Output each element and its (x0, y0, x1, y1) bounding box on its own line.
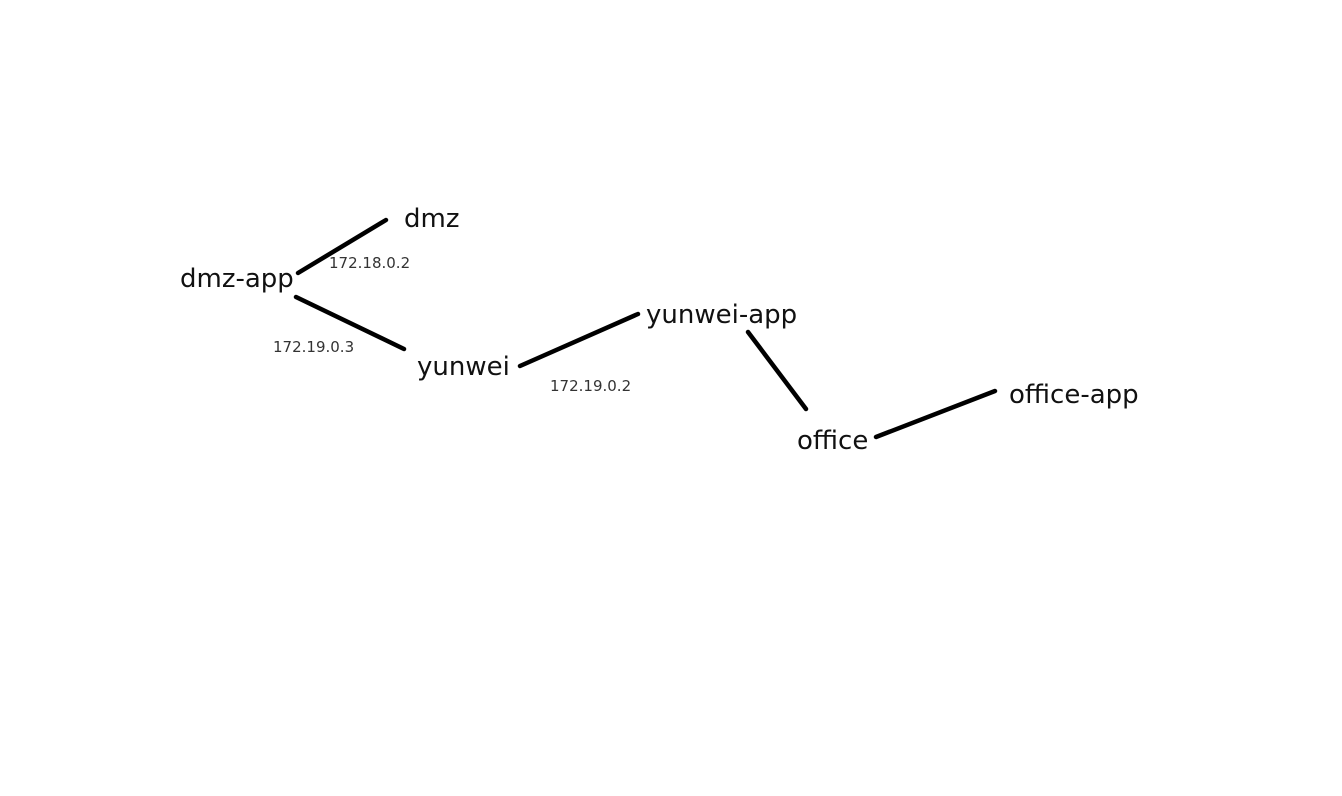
links (293, 217, 998, 440)
ip-label-dmz-app-yunwei: 172.19.0.3 (273, 338, 354, 356)
link-office-office-app (873, 388, 998, 440)
node-office-app: office-app (1009, 380, 1139, 410)
node-yunwei-app: yunwei-app (646, 300, 797, 330)
link-yunwei-app-office (745, 329, 809, 412)
nodes: dmz dmz-app yunwei yunwei-app office off… (180, 204, 1139, 456)
ip-label-yunwei-yunwei-app: 172.19.0.2 (550, 377, 631, 395)
node-yunwei: yunwei (417, 352, 510, 382)
link-dmz-app-dmz (295, 217, 389, 276)
node-office: office (797, 426, 868, 456)
link-dmz-app-yunwei (293, 294, 407, 352)
node-dmz: dmz (404, 204, 459, 234)
ip-labels: 172.18.0.2 172.19.0.3 172.19.0.2 (273, 254, 631, 395)
link-yunwei-yunwei-app (517, 311, 641, 369)
node-dmz-app: dmz-app (180, 264, 294, 294)
ip-label-dmz-app-dmz: 172.18.0.2 (329, 254, 410, 272)
